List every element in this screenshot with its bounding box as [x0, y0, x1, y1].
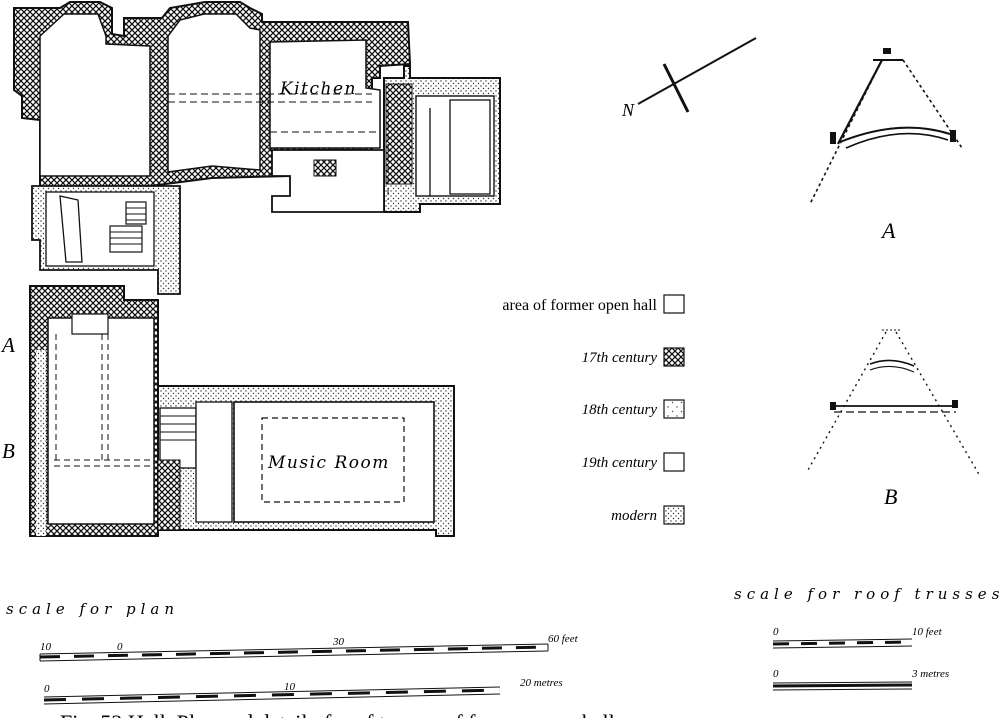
- figure-caption: Fig. 52 Hall, Plan and detail of roof tr…: [60, 710, 615, 718]
- section-marker-b: B: [2, 439, 15, 463]
- roof-feet-tick-0: 0: [773, 626, 779, 638]
- floor-plan: Kitchen Music Room A B: [0, 1, 501, 537]
- plan-metre-tick-20: 20 metres: [520, 677, 563, 689]
- plan-metre-tick-0: 0: [44, 683, 50, 695]
- legend-label-open-hall: area of former open hall: [502, 297, 657, 314]
- legend-label-17th: 17th century: [582, 350, 658, 366]
- plan-scale-title: scale for plan: [6, 600, 179, 618]
- plan-feet-tick-10: 10: [40, 641, 52, 653]
- roof-scale-title: scale for roof trusses: [734, 585, 1000, 603]
- roof-metre-tick-0: 0: [773, 668, 779, 680]
- north-arrow-icon: N: [621, 37, 757, 120]
- legend-swatch-18th: [663, 399, 685, 419]
- legend-swatch-open-hall: [663, 294, 685, 314]
- section-marker-a: A: [0, 333, 15, 357]
- plan-scale: scale for plan 10 0 30 60 feet 0 10 20 m…: [6, 600, 579, 705]
- roof-feet-tick-10: 10 feet: [912, 626, 943, 638]
- legend-swatch-modern: [663, 505, 685, 525]
- roof-metre-tick-3: 3 metres: [911, 668, 949, 680]
- music-room-label: Music Room: [267, 453, 390, 473]
- truss-a-label: A: [880, 218, 896, 243]
- legend-swatch-19th: [663, 452, 685, 472]
- legend-label-18th: 18th century: [582, 402, 658, 418]
- legend: area of former open hall 17th century 18…: [502, 294, 685, 525]
- legend-label-modern: modern: [611, 508, 657, 524]
- plan-feet-tick-0: 0: [117, 641, 123, 653]
- roof-truss-a: A: [809, 48, 963, 243]
- truss-b-label: B: [884, 484, 897, 509]
- roof-scale: scale for roof trusses 0 10 feet 0 3 met…: [734, 585, 1000, 691]
- plan-metre-tick-10: 10: [284, 681, 296, 693]
- plan-feet-tick-30: 30: [332, 636, 345, 648]
- north-label: N: [621, 100, 635, 120]
- legend-label-19th: 19th century: [582, 455, 658, 471]
- legend-swatch-17th: [663, 347, 685, 367]
- plan-feet-tick-60: 60 feet: [548, 633, 579, 645]
- kitchen-label: Kitchen: [279, 79, 357, 99]
- roof-truss-b: B: [807, 329, 981, 509]
